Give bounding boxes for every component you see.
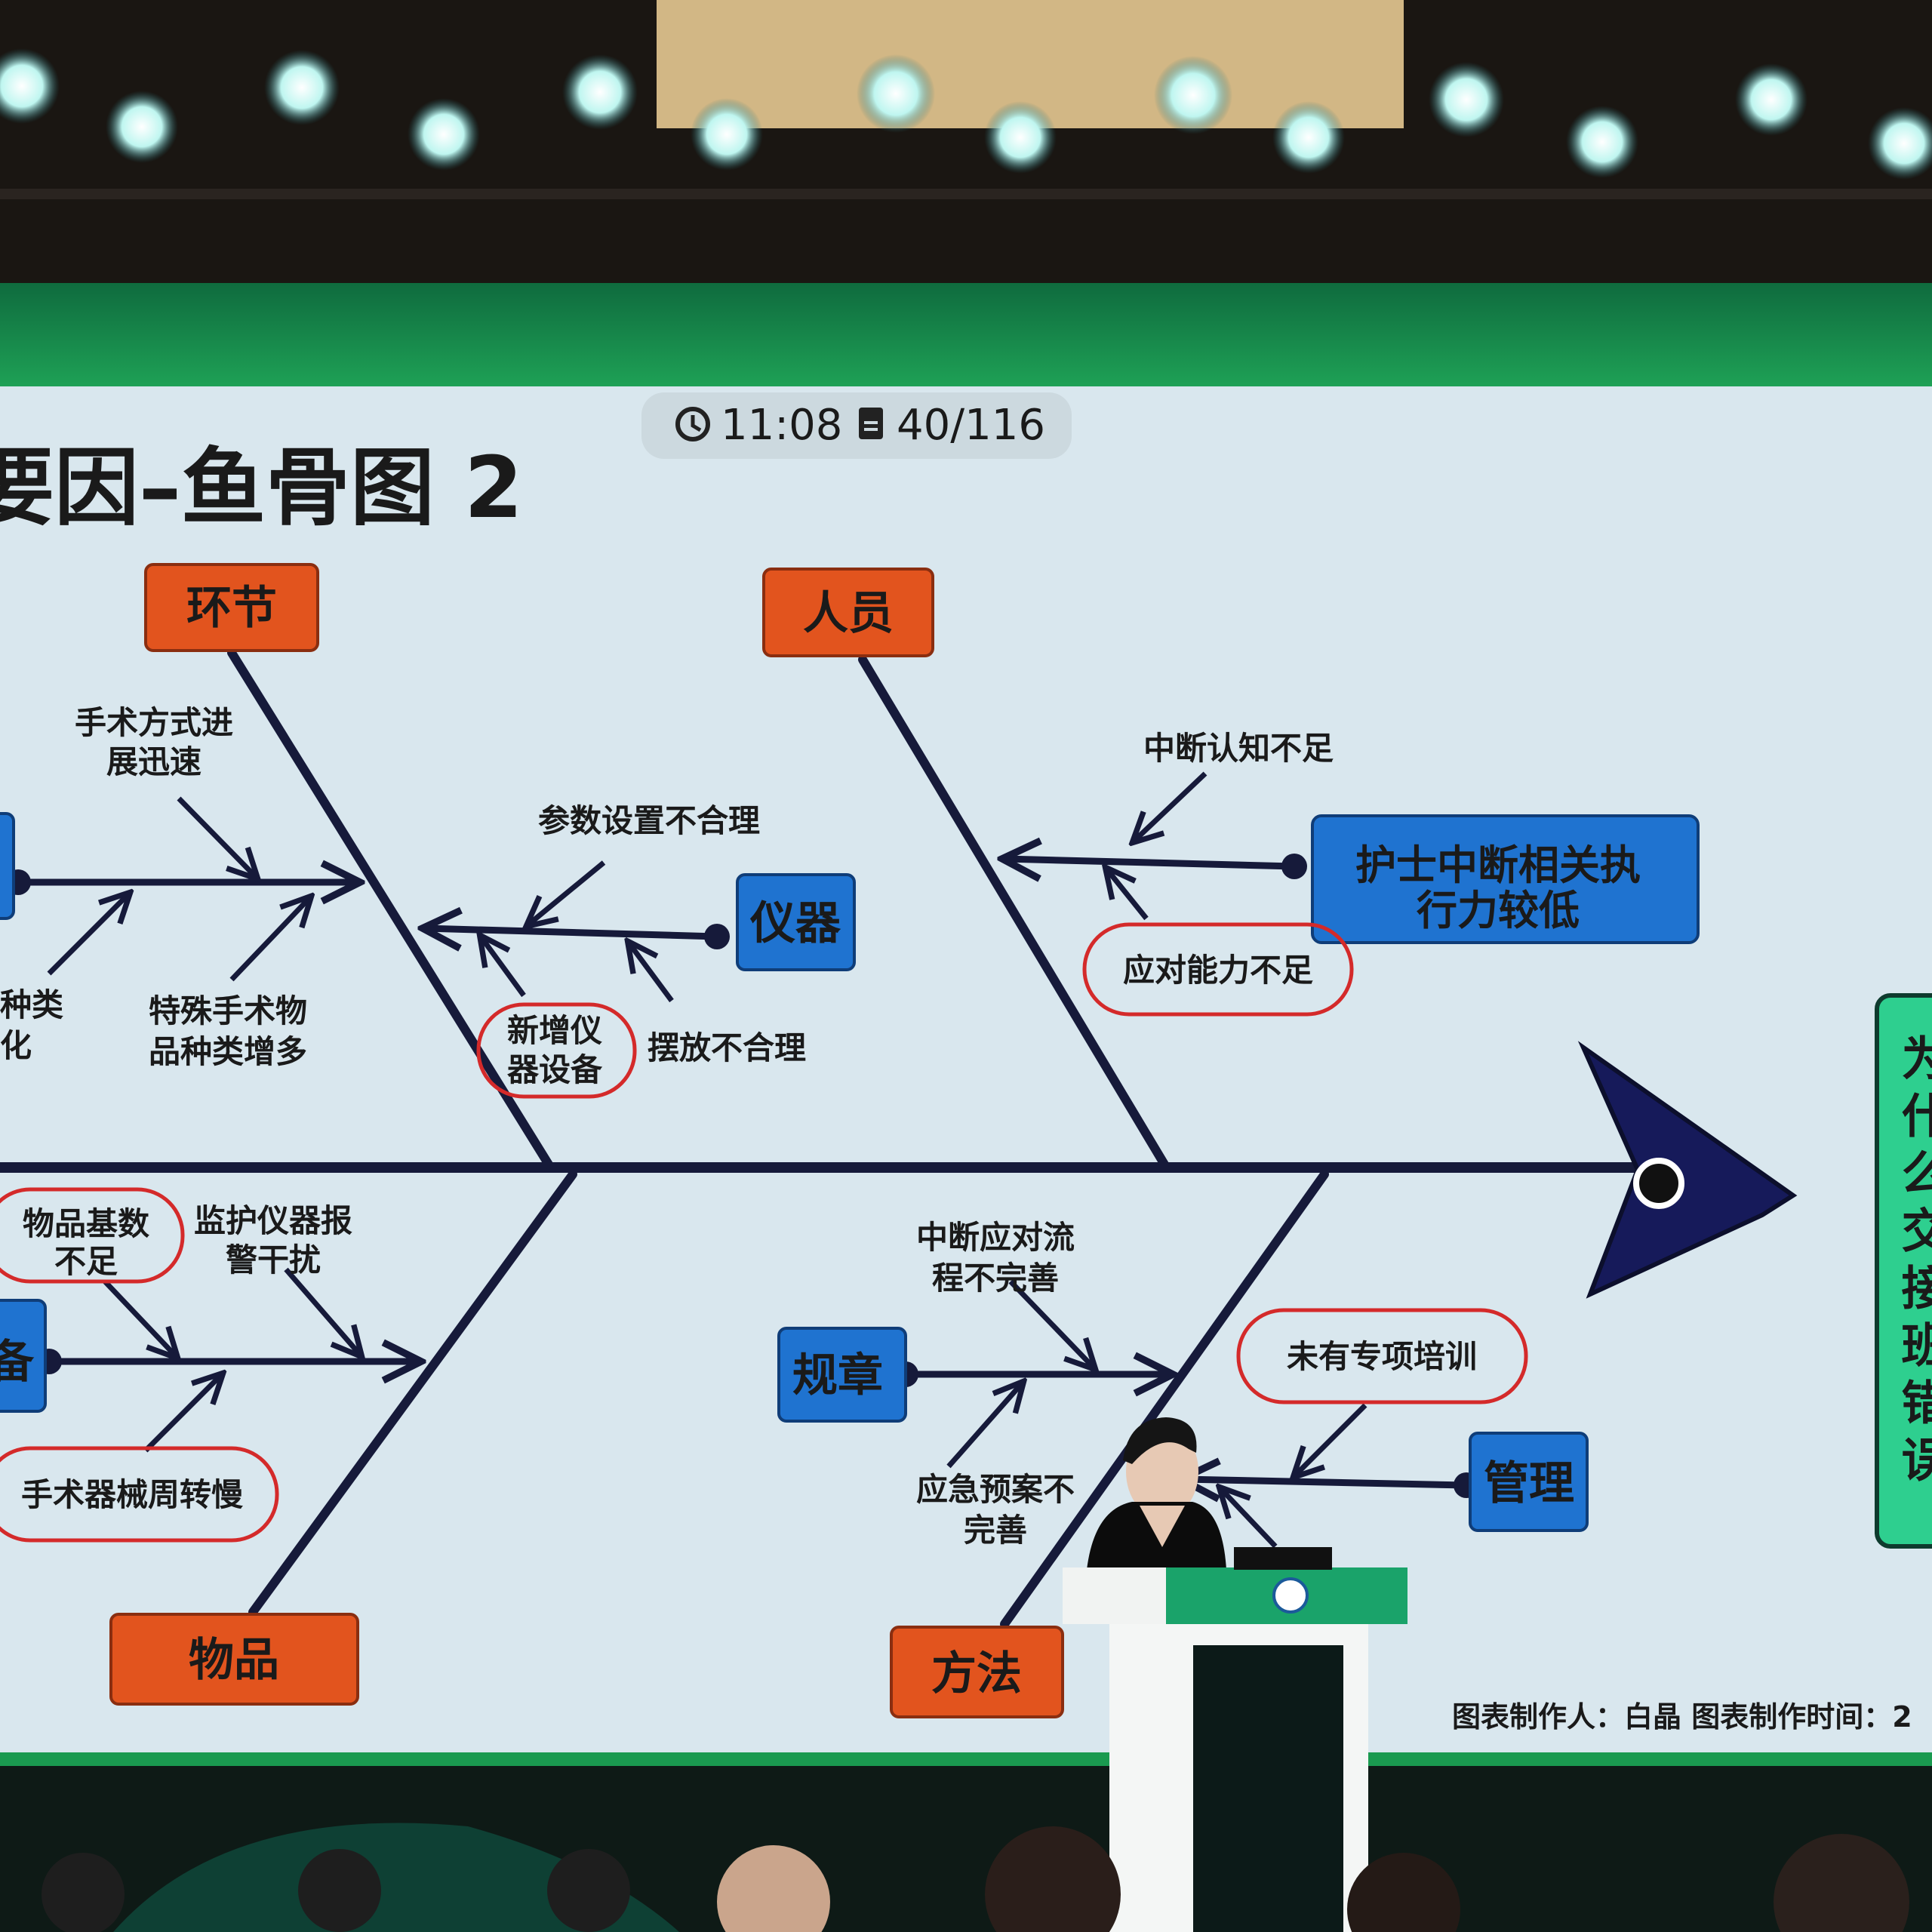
podium-logo-icon — [1272, 1577, 1309, 1614]
cause-arrows — [47, 771, 1367, 1549]
svg-text:人员: 人员 — [803, 587, 894, 640]
svg-text:护士中断相关执: 护士中断相关执 — [1355, 841, 1641, 889]
svg-text:物品: 物品 — [189, 1634, 279, 1687]
stage-ceiling — [0, 0, 1932, 287]
svg-text:仪器: 仪器 — [749, 897, 841, 950]
svg-text:警干扰: 警干扰 — [226, 1241, 321, 1278]
cause-canshu: 参数设置不合理 — [538, 802, 760, 839]
svg-text:程不完善: 程不完善 — [932, 1260, 1059, 1297]
stage-lights — [0, 48, 1932, 180]
cause-xinzeng: 新增仪 — [507, 1012, 602, 1049]
category-renyuan: 人员 — [762, 568, 934, 657]
svg-text:展迅速: 展迅速 — [106, 743, 202, 780]
middle-bones — [18, 859, 1467, 1485]
slide-page-counter: 40/116 — [897, 401, 1045, 450]
problem-box: 为什么交接班错误 — [1875, 993, 1932, 1549]
slide-status-pill: 11:08 40/116 — [641, 392, 1072, 459]
page-icon — [859, 408, 883, 439]
cause-shoushu-fangshi: 手术方式进 — [75, 704, 233, 741]
sub-cause-yiqi: 仪器 — [736, 873, 856, 971]
svg-text:完善: 完善 — [964, 1512, 1027, 1549]
svg-text:方法: 方法 — [931, 1647, 1022, 1700]
cause-wupin-jishu: 物品基数 — [23, 1205, 149, 1242]
sub-cause-left-lower: 备 — [0, 1299, 47, 1413]
svg-text:环节: 环节 — [186, 582, 277, 635]
highlight-circles — [0, 922, 1528, 1543]
podium — [1063, 1547, 1407, 1932]
category-huanjie: 环节 — [144, 563, 319, 652]
sub-cause-guizhang: 规章 — [777, 1327, 907, 1423]
major-bones — [227, 648, 1329, 1629]
fish-head — [1577, 1041, 1798, 1299]
cause-teshu-wupin: 特殊手术物 — [149, 992, 307, 1029]
sub-cause-guanli: 管理 — [1469, 1432, 1589, 1532]
alarm-clock-icon — [675, 407, 710, 441]
cause-zhongduan-liucheng: 中断应对流 — [916, 1219, 1075, 1256]
svg-text:为什么交接班错误: 为什么交接班错误 — [1894, 1034, 1932, 1493]
svg-text:器设备: 器设备 — [507, 1051, 603, 1088]
cause-wupin-zhonglei: 种类 — [0, 986, 63, 1023]
svg-text:不足: 不足 — [54, 1243, 118, 1280]
svg-text:行力较低: 行力较低 — [1417, 887, 1580, 934]
cause-yingdui-nengli: 应对能力不足 — [1123, 952, 1313, 989]
chart-author-footer: 图表制作人：白晶 图表制作时间：2 — [1452, 1700, 1912, 1734]
svg-text:管理: 管理 — [1484, 1457, 1574, 1510]
sub-cause-hushi: 护士中断相关执 行力较低 — [1311, 814, 1700, 944]
cause-labels: 手术方式进 展迅速 种类 化 特殊手术物 品种类增多 参数设置不合理 新增仪 器… — [0, 704, 1477, 1549]
category-wupin: 物品 — [109, 1613, 359, 1706]
cause-yingji-yuan: 应急预案不 — [916, 1471, 1075, 1508]
speaker — [1087, 1417, 1226, 1570]
cause-qixie-zhouzhuan: 手术器械周转慢 — [21, 1476, 244, 1513]
svg-text:化: 化 — [0, 1027, 32, 1064]
svg-text:品种类增多: 品种类增多 — [149, 1033, 307, 1070]
elapsed-time: 11:08 — [721, 401, 842, 450]
cause-jianhu-baojing: 监护仪器报 — [194, 1202, 352, 1239]
category-fangfa: 方法 — [890, 1626, 1064, 1718]
audience — [42, 1823, 1909, 1932]
svg-text:备: 备 — [0, 1336, 35, 1389]
cause-baifang: 摆放不合理 — [648, 1029, 806, 1066]
fish-eye-icon — [1633, 1158, 1684, 1209]
sub-cause-left-upper — [0, 812, 15, 920]
svg-text:规章: 规章 — [792, 1349, 883, 1402]
screen-green-band — [0, 283, 1932, 392]
cause-zhongduan-renzhi: 中断认知不足 — [1143, 730, 1334, 767]
cause-weiyou-peixun: 未有专项培训 — [1287, 1338, 1477, 1375]
slide-title: 要因–鱼骨图 2 — [0, 439, 523, 537]
